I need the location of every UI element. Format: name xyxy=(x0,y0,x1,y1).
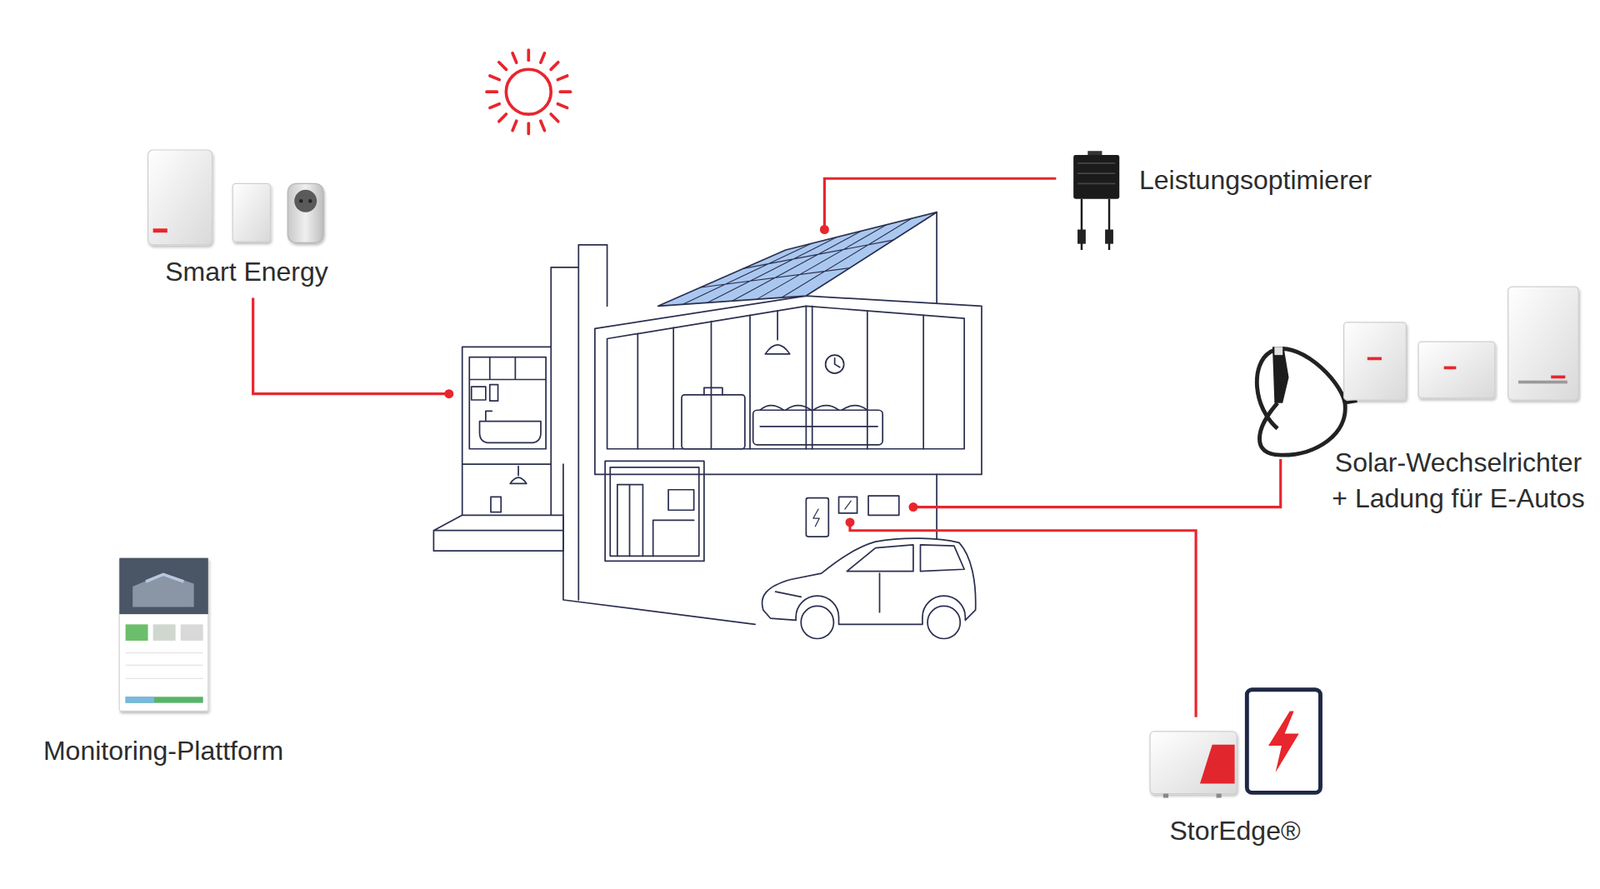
product-label: Monitoring-Plattform xyxy=(43,733,284,770)
label-anchor: StorEdge® xyxy=(1170,813,1301,850)
product-label: StorEdge® xyxy=(1170,813,1301,850)
leader-lines xyxy=(253,178,1281,718)
label-anchor: Solar-Wechselrichter + Ladung für E-Auto… xyxy=(1328,445,1589,517)
monitoring-app-screenshot xyxy=(119,558,209,712)
product-label: Leistungsoptimierer xyxy=(1139,162,1372,199)
leader-dots xyxy=(444,225,918,527)
sun-icon xyxy=(486,50,570,134)
label-anchor: Monitoring-Plattform xyxy=(43,733,284,770)
power-optimizer xyxy=(1073,150,1120,250)
product-label: Solar-Wechselrichter + Ladung für E-Auto… xyxy=(1328,445,1589,517)
product-label: Smart Energy xyxy=(165,254,329,290)
label-anchor: Smart Energy xyxy=(165,254,329,290)
inverters-ev-charger xyxy=(1256,286,1579,455)
house-drawing xyxy=(433,212,982,640)
smart-energy-devices xyxy=(148,150,325,245)
storedge-devices xyxy=(1150,690,1320,799)
label-anchor: Leistungsoptimierer xyxy=(1139,162,1372,199)
